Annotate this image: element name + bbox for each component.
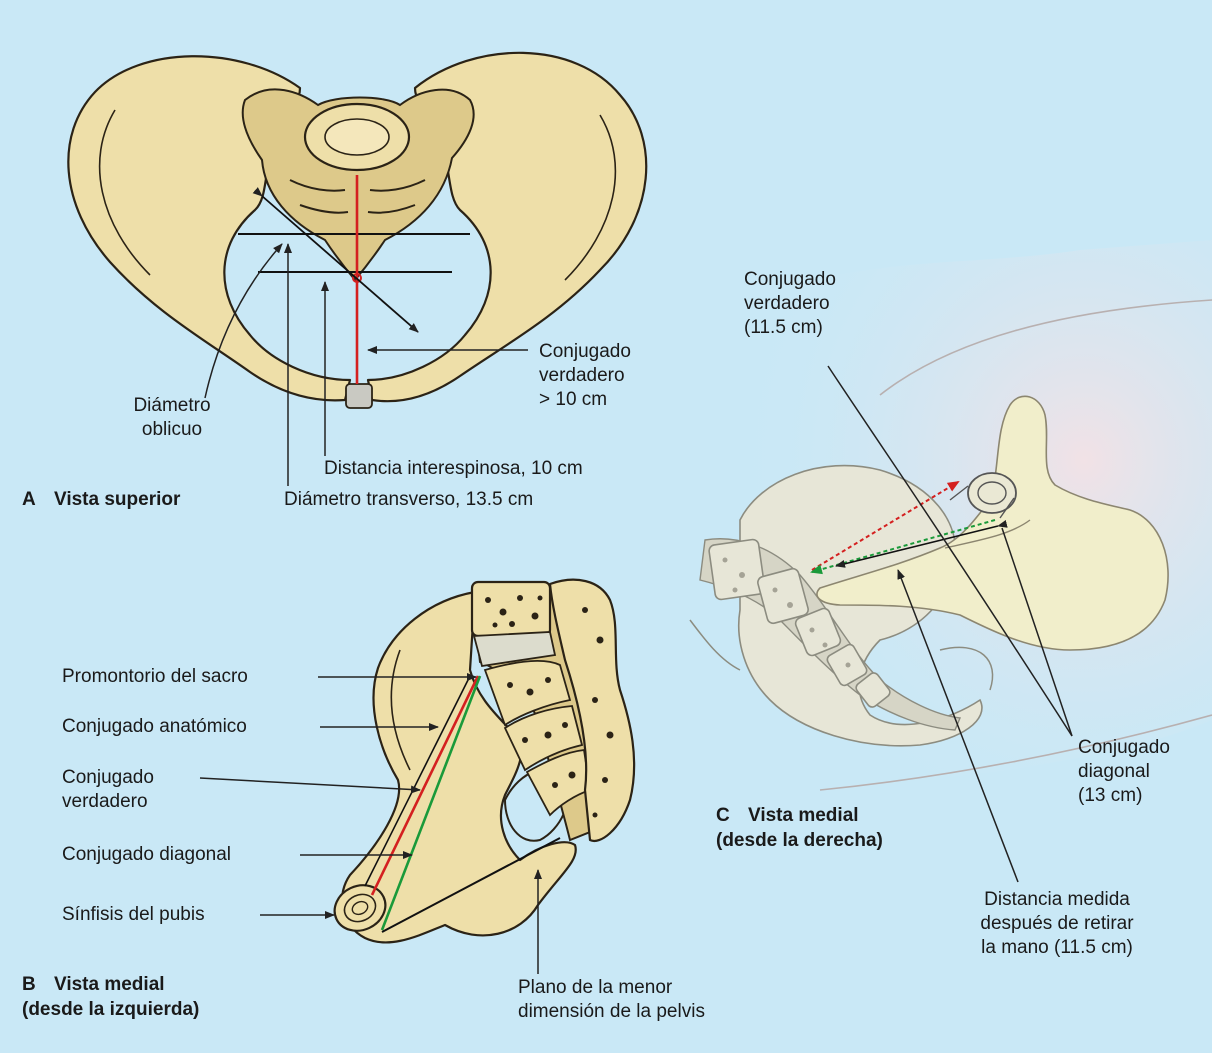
label-diagonal-conjugate-c: Conjugado diagonal (13 cm)	[1078, 736, 1170, 808]
pelvis-medial-left-view	[200, 580, 634, 974]
label-diagonal-conjugate-b: Conjugado diagonal	[62, 843, 231, 867]
pubic-symphysis-superior	[346, 384, 372, 408]
label-true-conjugate-b: Conjugado verdadero	[62, 766, 154, 814]
caption-b-letter: B	[22, 972, 54, 997]
label-oblique-diameter: Diámetro oblicuo	[128, 394, 216, 442]
label-transverse-diameter: Diámetro transverso, 13.5 cm	[284, 488, 533, 512]
caption-c-title-1: Vista medial	[748, 805, 859, 826]
label-pubic-symphysis: Sínfisis del pubis	[62, 903, 205, 927]
label-true-conjugate-a: Conjugado verdadero > 10 cm	[539, 340, 631, 412]
caption-c-letter: C	[716, 803, 748, 828]
label-least-plane: Plano de la menor dimensión de la pelvis	[518, 976, 705, 1024]
caption-c-title-2: (desde la derecha)	[716, 828, 883, 853]
label-interspinous-distance: Distancia interespinosa, 10 cm	[324, 457, 583, 481]
label-anatomic-conjugate: Conjugado anatómico	[62, 715, 247, 739]
label-sacral-promontory: Promontorio del sacro	[62, 665, 248, 689]
caption-b-title-2: (desde la izquierda)	[22, 997, 199, 1022]
caption-b-title-1: Vista medial	[54, 974, 165, 995]
label-true-conjugate-c: Conjugado verdadero (11.5 cm)	[744, 268, 836, 340]
caption-a-letter: A	[22, 487, 54, 512]
lumbar-vertebra	[472, 582, 550, 636]
caption-a-title: Vista superior	[54, 489, 180, 510]
label-distance-measured: Distancia medida después de retirar la m…	[944, 888, 1170, 960]
leader-true-conjugate-b	[200, 778, 420, 790]
